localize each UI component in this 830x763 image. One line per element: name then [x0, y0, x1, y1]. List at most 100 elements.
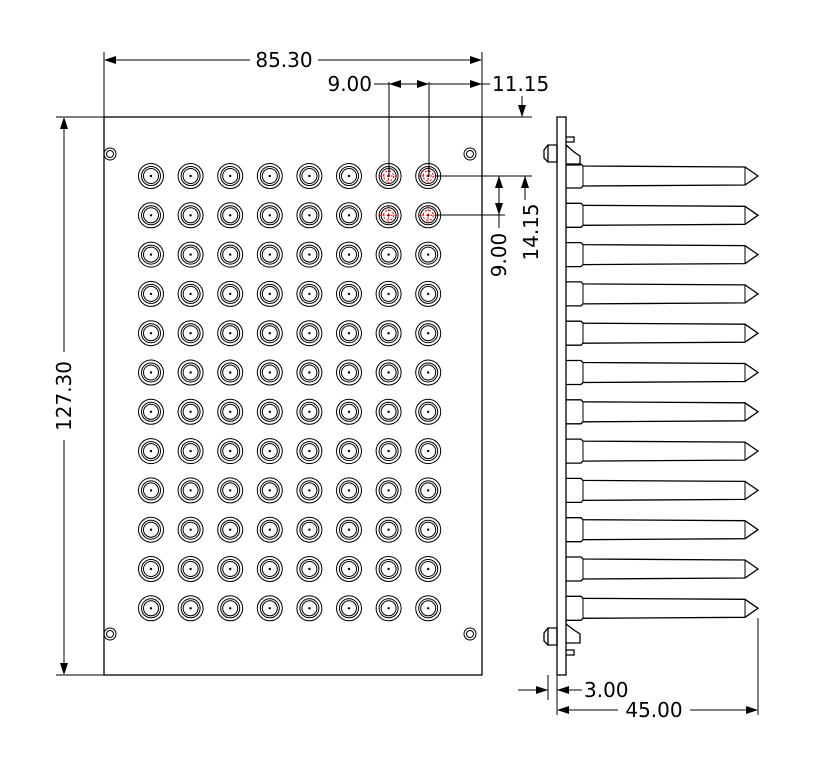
dimension-label: 14.15 [519, 203, 543, 260]
well [375, 516, 402, 543]
well [296, 595, 323, 622]
well [217, 595, 244, 622]
tube [566, 595, 760, 621]
well [217, 438, 244, 465]
well [415, 320, 442, 347]
well [177, 398, 204, 425]
well [375, 359, 402, 386]
well [296, 163, 323, 189]
tube [566, 241, 760, 268]
well [336, 163, 362, 189]
tube [566, 438, 760, 464]
well [296, 320, 323, 347]
well [375, 477, 402, 504]
well [217, 202, 244, 229]
tube [566, 399, 760, 425]
dimension-label: 3.00 [584, 678, 629, 702]
well [336, 280, 362, 307]
well [375, 556, 402, 582]
well [177, 438, 204, 465]
dimension-label: 11.15 [492, 72, 549, 96]
well [296, 477, 323, 504]
dimension-plate-width: 85.30 [103, 48, 483, 117]
dimension-label: 127.30 [52, 361, 76, 431]
well [375, 320, 402, 347]
well [256, 202, 283, 229]
well [177, 280, 204, 307]
well [138, 163, 164, 189]
well [138, 241, 164, 268]
well [177, 516, 204, 543]
well [256, 280, 283, 307]
well [296, 280, 323, 307]
well [138, 359, 164, 386]
well [415, 595, 442, 622]
well [138, 398, 164, 425]
tube [566, 517, 760, 543]
well [217, 359, 244, 386]
mounting-hole [103, 147, 117, 161]
mounting-hole [103, 627, 117, 641]
well [336, 556, 362, 582]
well [336, 202, 362, 229]
side-clip [543, 136, 581, 166]
tube [566, 281, 760, 307]
well [177, 556, 204, 582]
tube [566, 556, 760, 582]
well [138, 595, 164, 622]
well [256, 359, 283, 386]
well [256, 320, 283, 347]
well [415, 556, 442, 582]
well [138, 280, 164, 307]
well [296, 438, 323, 465]
well [217, 280, 244, 307]
well [415, 398, 442, 425]
well [336, 320, 362, 347]
well [177, 320, 204, 347]
well [138, 516, 164, 543]
well [256, 556, 283, 582]
well [256, 516, 283, 543]
well [217, 163, 244, 189]
dimension-edge-offset-y: 14.15 [519, 176, 543, 261]
well [415, 438, 442, 465]
well [217, 556, 244, 582]
well [375, 241, 402, 268]
dimension-label: 9.00 [487, 233, 511, 278]
well [415, 241, 442, 268]
well [256, 438, 283, 465]
side-clip [543, 623, 581, 656]
well [296, 516, 323, 543]
well [217, 477, 244, 504]
well [256, 398, 283, 425]
well [336, 241, 362, 268]
well [336, 595, 362, 622]
well [296, 398, 323, 425]
well [177, 241, 204, 268]
well [177, 163, 204, 189]
well [375, 398, 402, 425]
well [217, 516, 244, 543]
well [375, 595, 402, 622]
tube [566, 359, 760, 386]
well [336, 398, 362, 425]
well [217, 241, 244, 268]
plate-side-view [543, 116, 760, 676]
well [177, 359, 204, 386]
well [177, 595, 204, 622]
mounting-hole [463, 627, 477, 641]
well [217, 398, 244, 425]
well [138, 320, 164, 347]
dimension-plate-height: 127.30 [52, 116, 104, 676]
well [336, 438, 362, 465]
well [296, 359, 323, 386]
mounting-hole [463, 147, 477, 161]
dimension-flange-thickness: 3.00 [518, 675, 629, 715]
well [375, 438, 402, 465]
dimension-label: 45.00 [625, 698, 682, 722]
tube [566, 163, 760, 189]
well [296, 556, 323, 582]
dimension-total-depth: 45.00 [557, 618, 759, 722]
well [138, 556, 164, 582]
well [256, 477, 283, 504]
